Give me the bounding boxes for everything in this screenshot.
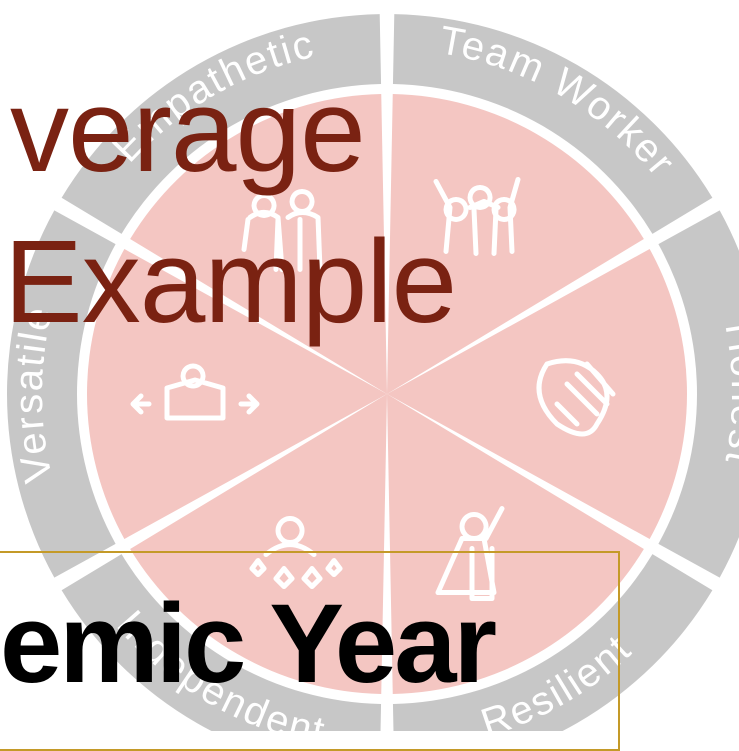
wheel-ring-segment [392,554,713,731]
wheel-label: Honest [716,320,739,470]
wheel-wedge [387,94,644,394]
wheel-wedge [86,249,387,539]
person-stars-icon [249,516,343,590]
title-line-1: verage [10,65,366,197]
wheel-wedge [130,94,387,394]
expand-arrows-icon [130,363,260,421]
wheel-ring-segment [392,14,713,234]
wheel-wedge [387,394,644,694]
embrace-icon [241,188,323,272]
wheel-ring-segment [61,14,382,234]
year-label: emic Year [0,581,497,706]
title-line-2: Example [4,216,457,348]
wheel-wedge [130,394,387,694]
wheel-ring-segment [7,210,116,578]
hand-on-heart-icon [536,358,616,437]
wheel-ring-segment [658,210,739,578]
team-cheer-icon [433,176,521,256]
wheel-ring-segment [61,554,382,731]
hero-cape-icon [435,506,505,602]
